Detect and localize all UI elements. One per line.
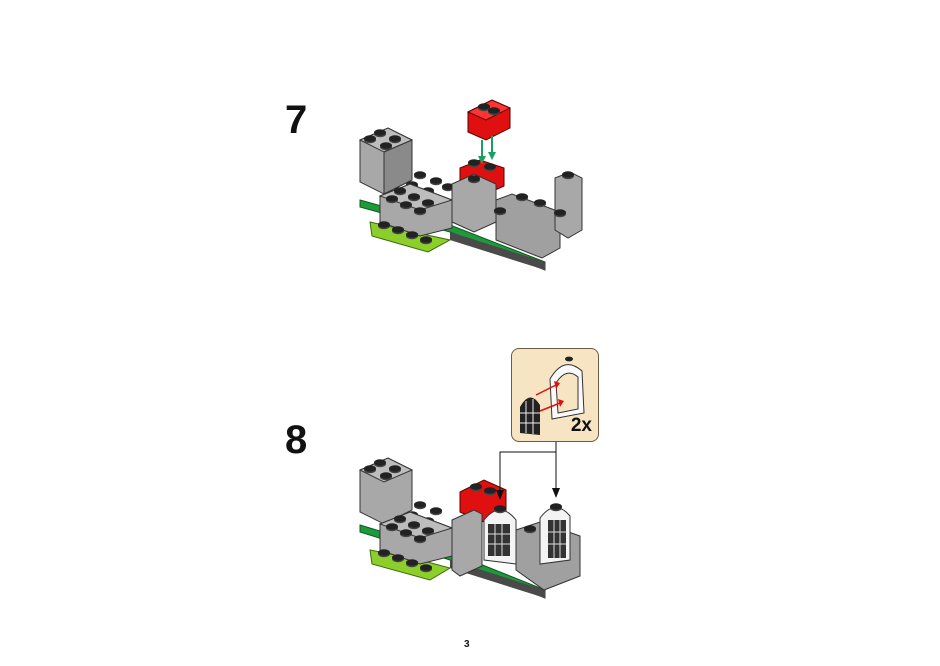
page-number: 3 [464, 639, 470, 650]
step-8-parts-callout: 2x [511, 348, 599, 442]
step-8-model [360, 442, 580, 598]
step-8-number: 8 [285, 420, 307, 460]
part-quantity-label: 2x [571, 415, 592, 437]
step-7-model [360, 100, 582, 270]
